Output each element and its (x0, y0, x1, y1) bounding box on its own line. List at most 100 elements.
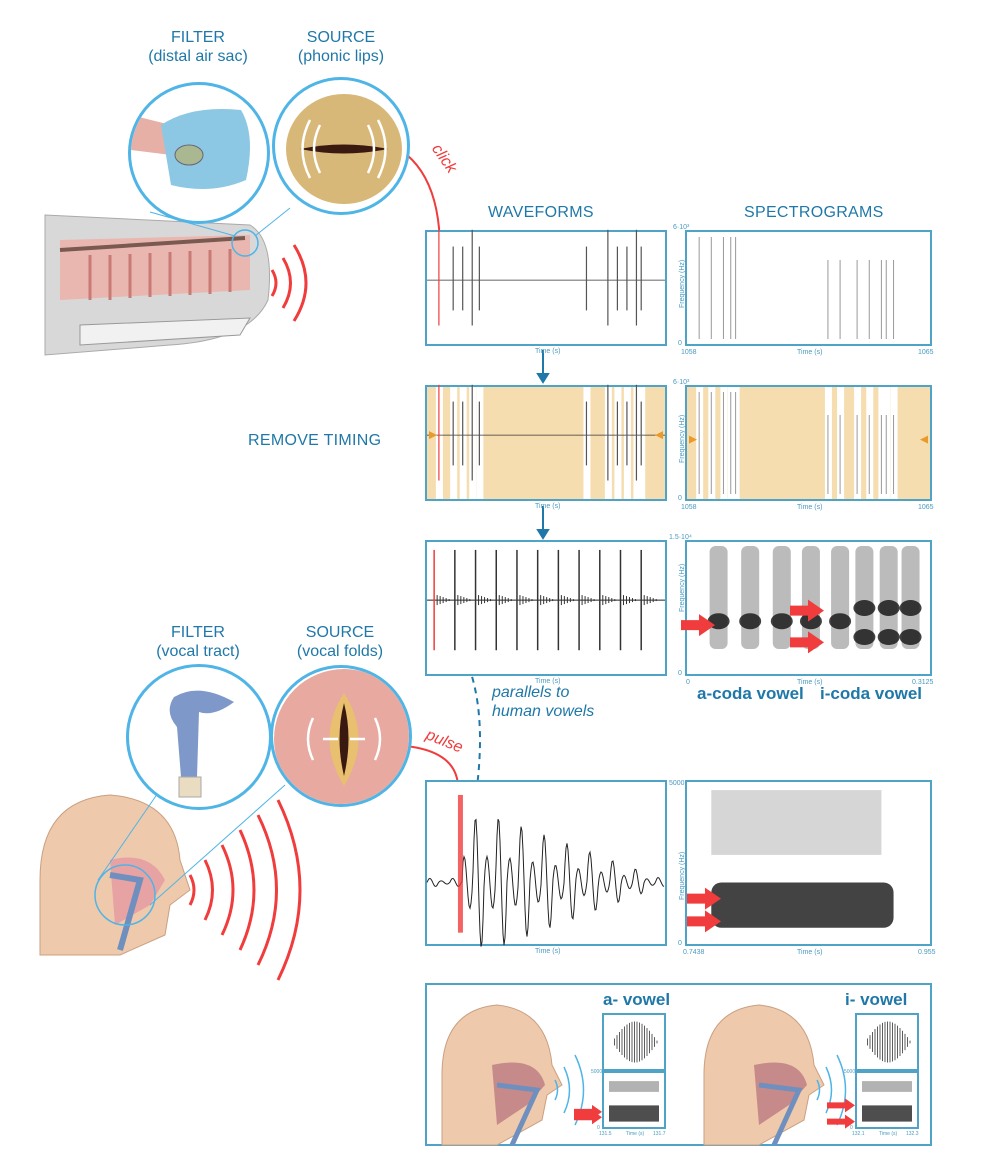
spectrogram-panel-4 (685, 780, 932, 946)
a-vowel-waveform (602, 1013, 666, 1071)
waveform-panel-3 (425, 540, 667, 676)
a-vowel-label: a- vowel (603, 990, 671, 1009)
arrow-left-icon (655, 431, 663, 440)
i-vowel-label: i- vowel (845, 990, 908, 1009)
spectrograms-header: SPECTROGRAMS (744, 204, 884, 221)
tick-label: 6·10³ (673, 379, 690, 386)
tick-label: 131.5 (599, 1131, 612, 1137)
i-vowel-spectrogram (827, 1071, 919, 1129)
axis-label: Time (s) (879, 1131, 898, 1137)
tick-label: 5000 (669, 780, 685, 787)
tick-label: 1065 (918, 349, 934, 356)
human-filter-subtitle: (vocal tract) (156, 643, 240, 660)
signal-drawing (427, 229, 665, 326)
waveform-panel-2 (425, 384, 667, 501)
signal-drawing (827, 1081, 912, 1129)
red-arrow-icon (681, 614, 715, 637)
tick-label: 0.3125 (912, 679, 934, 686)
waveform-trace (426, 818, 665, 947)
down-arrow-icon (536, 350, 550, 540)
tick-label: 0 (678, 495, 682, 502)
whale-filter-title: FILTER (171, 29, 225, 46)
tick-label: 1.5·10⁴ (669, 534, 692, 541)
i-vowel-waveform (855, 1013, 919, 1071)
whale-filter-label: FILTER (distal air sac) (128, 28, 268, 66)
a-coda-vowel-label: a-coda vowel (697, 684, 804, 703)
tick-label: 0.7438 (683, 949, 705, 956)
whale-source-subtitle: (phonic lips) (297, 48, 385, 65)
signal-drawing (698, 237, 895, 339)
signal-drawing (681, 546, 922, 654)
red-arrow-icon (687, 910, 721, 933)
signal-drawing (687, 790, 894, 933)
axis-label: Time (s) (797, 504, 823, 511)
a-vowel-spectrogram (574, 1071, 666, 1129)
human-sound-waves-icon (188, 799, 302, 981)
signal-drawing (689, 387, 928, 499)
red-arrow-icon (574, 1110, 602, 1125)
red-arrow-icon (827, 1114, 855, 1129)
signal-drawing (867, 1021, 911, 1063)
axis-label: Frequency (Hz) (679, 414, 686, 463)
axis-label: Time (s) (535, 948, 561, 955)
tick-label: 5000 (591, 1069, 603, 1075)
tick-label: 1058 (681, 504, 697, 511)
parallels-label: parallels to human vowels (492, 683, 594, 721)
distal-air-sac-circle (128, 82, 270, 224)
whale-head-illustration (44, 207, 291, 356)
waveform-panel-1 (425, 229, 667, 346)
signal-drawing (427, 549, 665, 651)
waveforms-header: WAVEFORMS (488, 204, 594, 221)
human-source-title: SOURCE (305, 624, 375, 641)
arrow-right-icon (689, 435, 697, 444)
vocal-folds-circle (270, 665, 412, 807)
axis-label: Time (s) (535, 348, 561, 355)
red-arrow-icon (687, 887, 721, 910)
human-head-illustration (39, 784, 286, 956)
axis-label: Time (s) (797, 679, 823, 686)
axis-label: Frequency (Hz) (679, 259, 686, 308)
tick-label: 132.3 (906, 1131, 919, 1137)
waveform-panel-4 (425, 780, 667, 947)
human-filter-label: FILTER (vocal tract) (128, 623, 268, 661)
signal-drawing (707, 546, 852, 649)
parallels-arrow-icon (439, 619, 481, 831)
human-source-label: SOURCE (vocal folds) (270, 623, 410, 661)
tick-label: 6·10³ (673, 224, 690, 231)
pulse-mark (457, 794, 463, 933)
tick-label: 0 (678, 940, 682, 947)
axis-label: Frequency (Hz) (679, 851, 686, 900)
tick-label: 0 (686, 679, 690, 686)
phonic-lips-circle (272, 77, 410, 215)
parallels-line-1: parallels to (492, 684, 570, 701)
human-source-subtitle: (vocal folds) (296, 643, 384, 660)
arrow-left-icon (920, 435, 928, 444)
whale-source-title: SOURCE (306, 29, 376, 46)
whale-filter-subtitle: (distal air sac) (148, 48, 248, 65)
spectrogram-panel-1 (685, 230, 932, 346)
vocal-tract-circle (126, 664, 272, 810)
parallels-line-2: human vowels (492, 703, 595, 720)
axis-label: Time (s) (626, 1131, 645, 1137)
red-arrow-icon (827, 1098, 855, 1113)
tick-label: 131.7 (653, 1131, 666, 1137)
tick-label: 132.1 (852, 1131, 865, 1137)
tick-label: 0 (678, 340, 682, 347)
axis-label: Time (s) (797, 949, 823, 956)
human-vowels-box: a- vowel i- vowel 5000 0 131.5 131.7 Tim… (425, 983, 932, 1147)
axis-label: Time (s) (535, 503, 561, 510)
tick-label: 0 (850, 1125, 853, 1131)
remove-timing-label: REMOVE TIMING (248, 432, 382, 449)
tick-label: 1058 (681, 349, 697, 356)
tick-label: 1065 (918, 504, 934, 511)
spectrogram-panel-3 (681, 540, 932, 676)
human-filter-title: FILTER (171, 624, 225, 641)
tick-label: 0 (678, 670, 682, 677)
signal-drawing (427, 384, 665, 499)
axis-label: Frequency (Hz) (679, 563, 686, 612)
tick-label: 0 (597, 1125, 600, 1131)
red-arrow-icon (790, 631, 824, 654)
whale-sound-waves-icon (270, 244, 308, 322)
